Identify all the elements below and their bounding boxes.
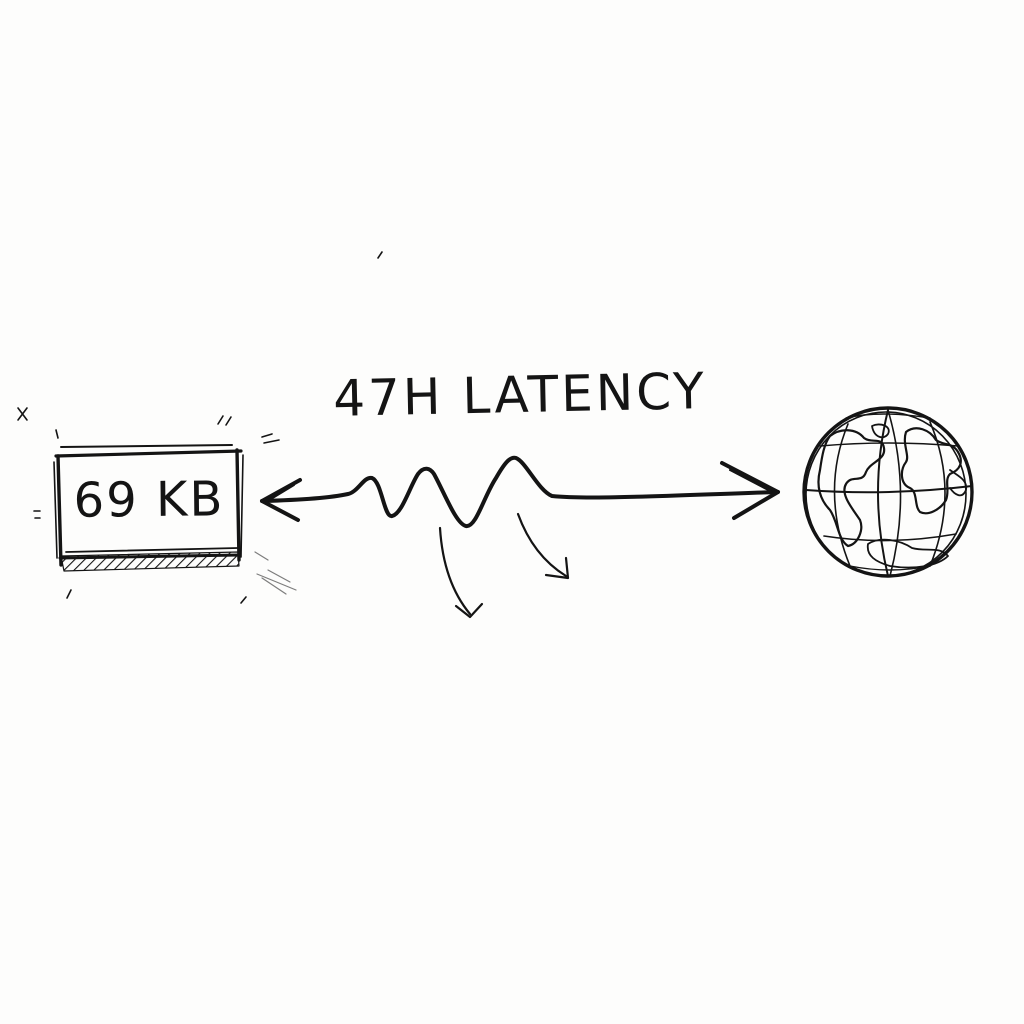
dropped-packet-arrows <box>438 512 570 619</box>
latency-arrow <box>260 455 780 528</box>
payload-size-label: 69 KB <box>73 471 225 529</box>
payload-box <box>53 444 244 572</box>
globe-icon <box>802 406 974 578</box>
sketch-marks <box>17 251 383 604</box>
latency-label: 47H LATENCY <box>332 362 708 428</box>
